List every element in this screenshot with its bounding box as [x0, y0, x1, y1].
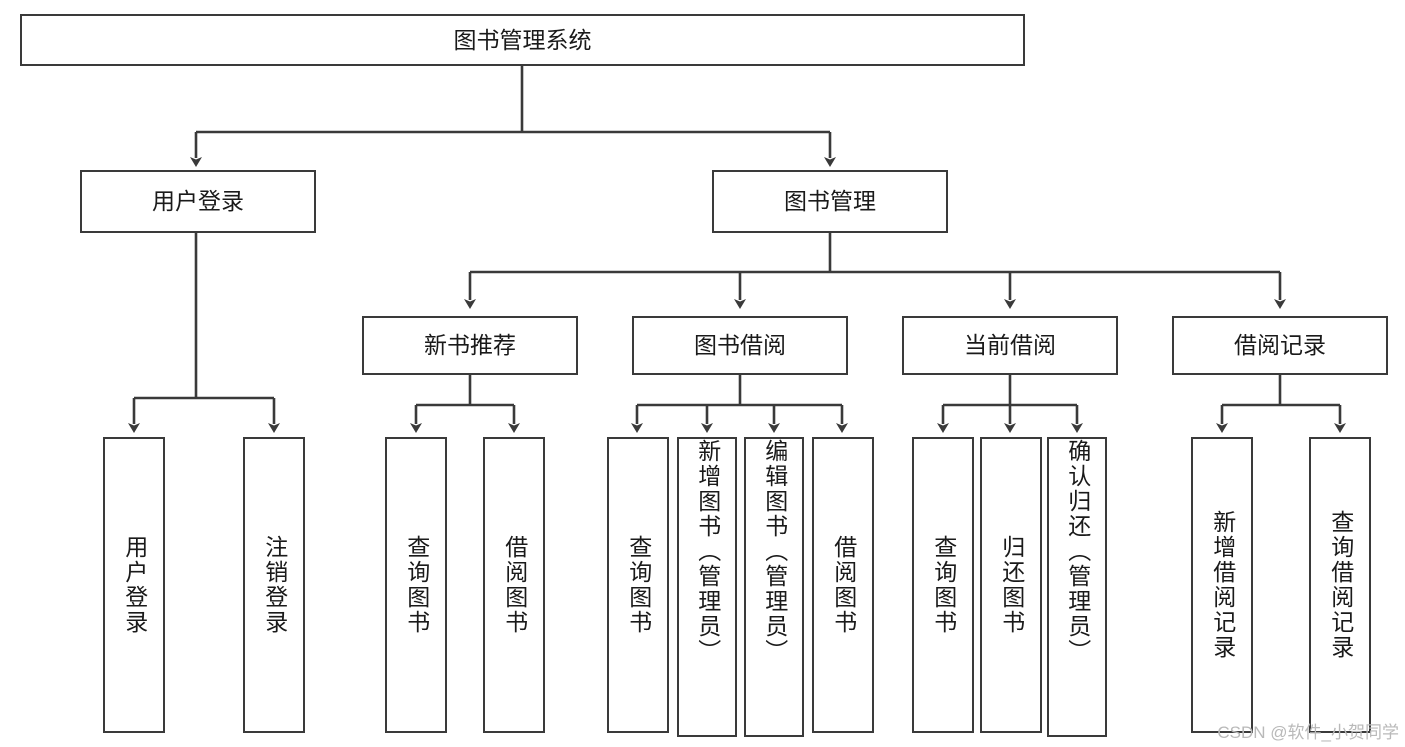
node-book-management[interactable]: 图书管理: [712, 170, 948, 233]
node-label: 新书推荐: [424, 332, 516, 358]
node-label: 新增图书（管理员）: [694, 439, 721, 664]
node-leaf-confirm-return-admin[interactable]: 确认归还（管理员）: [1047, 437, 1107, 737]
node-label: 查询图书: [625, 535, 652, 635]
node-leaf-borrow-book[interactable]: 借阅图书: [812, 437, 874, 733]
node-label: 确认归还（管理员）: [1064, 439, 1091, 664]
node-leaf-return-book[interactable]: 归还图书: [980, 437, 1042, 733]
node-book-borrow[interactable]: 图书借阅: [632, 316, 848, 375]
node-leaf-edit-book-admin[interactable]: 编辑图书（管理员）: [744, 437, 804, 737]
node-current-borrow[interactable]: 当前借阅: [902, 316, 1118, 375]
node-leaf-query-book-borrow[interactable]: 查询图书: [607, 437, 669, 733]
node-leaf-add-book-admin[interactable]: 新增图书（管理员）: [677, 437, 737, 737]
node-label: 查询借阅记录: [1327, 510, 1354, 660]
node-label: 借阅图书: [830, 535, 857, 635]
node-leaf-add-borrow-record[interactable]: 新增借阅记录: [1191, 437, 1253, 733]
node-leaf-query-borrow-record[interactable]: 查询借阅记录: [1309, 437, 1371, 733]
node-leaf-borrow-book-recommend[interactable]: 借阅图书: [483, 437, 545, 733]
node-label: 用户登录: [121, 535, 148, 635]
node-leaf-user-login[interactable]: 用户登录: [103, 437, 165, 733]
node-new-book-recommend[interactable]: 新书推荐: [362, 316, 578, 375]
node-leaf-query-book-current[interactable]: 查询图书: [912, 437, 974, 733]
node-label: 图书借阅: [694, 332, 786, 358]
node-borrow-record[interactable]: 借阅记录: [1172, 316, 1388, 375]
node-leaf-logout[interactable]: 注销登录: [243, 437, 305, 733]
node-label: 当前借阅: [964, 332, 1056, 358]
node-label: 借阅图书: [501, 535, 528, 635]
node-label: 归还图书: [998, 535, 1025, 635]
node-root-system[interactable]: 图书管理系统: [20, 14, 1025, 66]
node-label: 借阅记录: [1234, 332, 1326, 358]
node-label: 查询图书: [930, 535, 957, 635]
node-label: 用户登录: [152, 188, 244, 214]
node-label: 查询图书: [403, 535, 430, 635]
node-label: 新增借阅记录: [1209, 510, 1236, 660]
node-label: 图书管理系统: [453, 26, 592, 53]
node-leaf-query-book-recommend[interactable]: 查询图书: [385, 437, 447, 733]
node-label: 编辑图书（管理员）: [761, 439, 788, 664]
watermark-text: CSDN @软件_小贺同学: [1217, 723, 1399, 742]
node-label: 图书管理: [784, 188, 876, 214]
node-user-login[interactable]: 用户登录: [80, 170, 316, 233]
node-label: 注销登录: [261, 535, 288, 635]
